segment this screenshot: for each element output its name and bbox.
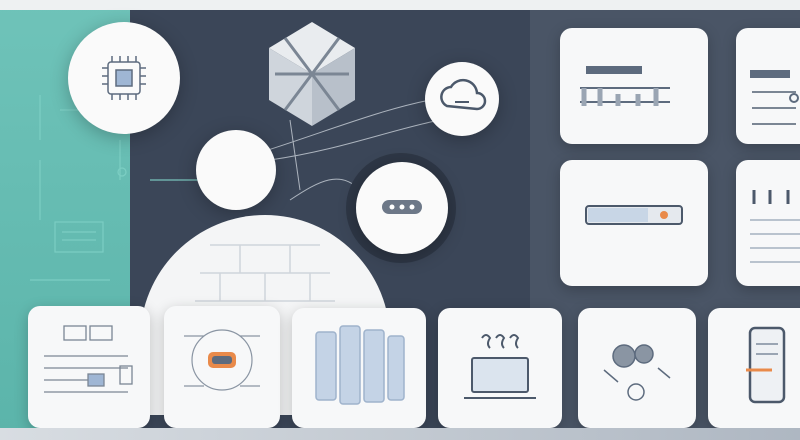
robot-card [578, 308, 696, 428]
chart-card [560, 28, 708, 144]
form-card [736, 28, 800, 144]
list-card [736, 160, 800, 286]
storage-drive-icon [382, 200, 422, 214]
chip-circle [68, 22, 180, 134]
storage-circle [356, 162, 448, 254]
list-card-icon [750, 190, 800, 263]
bottom-strip [0, 428, 800, 440]
puzzle-cube-icon [269, 22, 355, 126]
top-bar [0, 0, 800, 10]
laptop-card [438, 308, 562, 428]
cloud-circle [425, 62, 499, 136]
laptop-icon [464, 334, 536, 399]
progress-bar-icon [585, 205, 683, 225]
network-card [164, 306, 280, 428]
mobile-device-icon [746, 326, 786, 404]
dashboard-card [28, 306, 150, 428]
chip-icon [102, 56, 146, 100]
network-icon [184, 329, 260, 391]
mobile-card [708, 308, 800, 428]
data-blocks-icon [315, 325, 405, 405]
circuit-lines [30, 95, 200, 281]
brick-lines [195, 244, 335, 302]
form-card-icon [750, 70, 799, 125]
plain-circle [196, 130, 276, 210]
cloud-icon [440, 78, 487, 111]
data-blocks-card [292, 308, 426, 428]
progress-card [560, 160, 708, 286]
dashboard-icon [44, 325, 133, 393]
chart-card-icon [580, 66, 670, 106]
robot-icon [603, 344, 671, 401]
